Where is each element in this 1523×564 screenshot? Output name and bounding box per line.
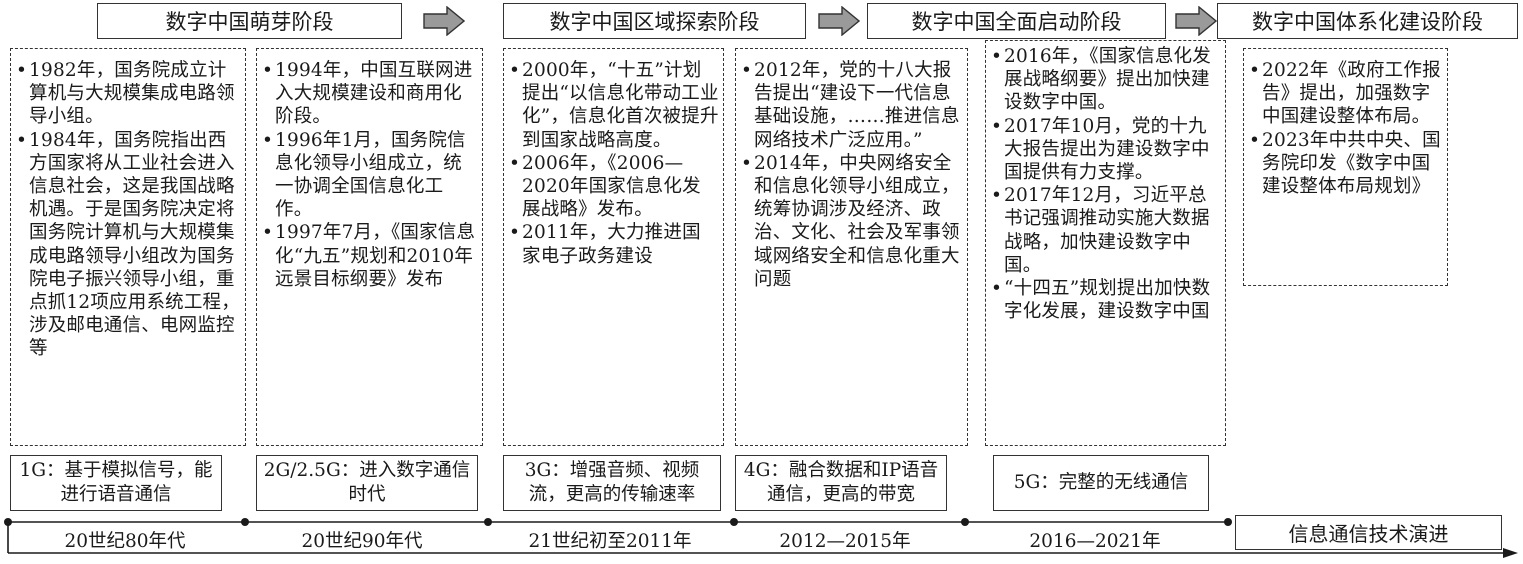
tech-box-5g: 5G：完整的无线通信 (993, 455, 1209, 511)
stage-box-3: 数字中国全面启动阶段 (867, 3, 1166, 39)
milestone-column-3: 2000年，“十五”计划提出“以信息化带动工业化”，信息化首次被提升到国家战略高… (503, 48, 724, 446)
milestone-item: 2012年，党的十八大报告提出“建设下一代信息基础设施，……推进信息网络技术广泛… (741, 59, 963, 152)
milestone-item: 2022年《政府工作报告》提出，加强数字中国建设整体布局。 (1249, 59, 1443, 129)
milestone-item: 2023年中共中央、国务院印发《数字中国建设整体布局规划》 (1249, 129, 1443, 199)
stage-label-4: 数字中国体系化建设阶段 (1252, 10, 1483, 34)
axis-label: 信息通信技术演进 (1288, 522, 1449, 546)
milestone-item: 1997年7月，《国家信息化“九五”规划和2010年远景目标纲要》发布 (262, 221, 478, 291)
axis-label-box: 信息通信技术演进 (1235, 515, 1502, 550)
era-label-4: 2012—2015年 (779, 531, 911, 552)
tech-label: 2G/2.5G：进入数字通信时代 (263, 460, 471, 505)
tech-box-4g: 4G：融合数据和IP语音通信，更高的带宽 (735, 455, 947, 511)
milestone-item: 2006年，《2006—2020年国家信息化发展战略》发布。 (509, 152, 719, 222)
stage-label-3: 数字中国全面启动阶段 (911, 10, 1122, 34)
tech-label: 4G：融合数据和IP语音通信，更高的带宽 (743, 460, 939, 505)
timeline-dot (1224, 518, 1232, 526)
milestone-column-4: 2012年，党的十八大报告提出“建设下一代信息基础设施，……推进信息网络技术广泛… (735, 48, 968, 446)
right-arrow-icon (1175, 6, 1217, 36)
milestone-column-6: 2022年《政府工作报告》提出，加强数字中国建设整体布局。 2023年中共中央、… (1243, 48, 1448, 286)
stage-label-1: 数字中国萌芽阶段 (165, 10, 334, 34)
stage-label-2: 数字中国区域探索阶段 (549, 10, 760, 34)
stage-box-4: 数字中国体系化建设阶段 (1217, 3, 1518, 39)
milestone-item: 2011年，大力推进国家电子政务建设 (509, 221, 719, 267)
milestone-column-1: 1982年，国务院成立计算机与大规模集成电路领导小组。 1984年，国务院指出西… (10, 48, 246, 446)
era-label-1: 20世纪80年代 (64, 531, 186, 552)
tech-box-3g: 3G：增强音频、视频流，更高的传输速率 (503, 455, 721, 511)
milestone-item: 1984年，国务院指出西方国家将从工业社会进入信息社会，这是我国战略机遇。于是国… (16, 129, 241, 361)
milestone-item: 1982年，国务院成立计算机与大规模集成电路领导小组。 (16, 59, 241, 129)
tech-box-2g: 2G/2.5G：进入数字通信时代 (256, 455, 478, 511)
timeline-dot (4, 518, 12, 526)
milestone-item: 2000年，“十五”计划提出“以信息化带动工业化”，信息化首次被提升到国家战略高… (509, 59, 719, 152)
right-arrow-icon (818, 6, 860, 36)
milestone-column-2: 1994年，中国互联网进入大规模建设和商用化阶段。 1996年1月，国务院信息化… (256, 48, 483, 446)
milestone-item: 2016年，《国家信息化发展战略纲要》提出加快建设数字中国。 (991, 45, 1221, 115)
milestone-item: 2017年12月，习近平总书记强调推动实施大数据战略，加快建设数字中国。 (991, 184, 1221, 277)
milestone-item: 2017年10月，党的十九大报告提出为建设数字中国提供有力支撑。 (991, 115, 1221, 185)
milestone-item: “十四五”规划提出加快数字化发展，建设数字中国 (991, 277, 1221, 323)
era-label-3: 21世纪初至2011年 (528, 531, 692, 552)
milestone-item: 1996年1月，国务院信息化领导小组成立，统一协调全国信息化工作。 (262, 129, 478, 222)
timeline-axis (7, 521, 1518, 558)
era-label-5: 2016—2021年 (1029, 531, 1161, 552)
timeline-dot (961, 518, 969, 526)
timeline-dot (484, 518, 492, 526)
tech-label: 5G：完整的无线通信 (1013, 472, 1189, 493)
right-arrow-icon (423, 6, 465, 36)
milestone-item: 2014年，中央网络安全和信息化领导小组成立，统筹协调涉及经济、政治、文化、社会… (741, 152, 963, 291)
milestone-item: 1994年，中国互联网进入大规模建设和商用化阶段。 (262, 59, 478, 129)
timeline-dot (730, 518, 738, 526)
tech-label: 1G：基于模拟信号，能进行语音通信 (19, 460, 213, 505)
era-label-2: 20世纪90年代 (301, 531, 423, 552)
timeline-dot (241, 518, 249, 526)
stage-box-1: 数字中国萌芽阶段 (97, 3, 402, 39)
stage-box-2: 数字中国区域探索阶段 (503, 3, 806, 39)
tech-box-1g: 1G：基于模拟信号，能进行语音通信 (10, 455, 222, 511)
milestone-column-5: 2016年，《国家信息化发展战略纲要》提出加快建设数字中国。 2017年10月，… (985, 40, 1226, 446)
tech-label: 3G：增强音频、视频流，更高的传输速率 (524, 460, 700, 505)
